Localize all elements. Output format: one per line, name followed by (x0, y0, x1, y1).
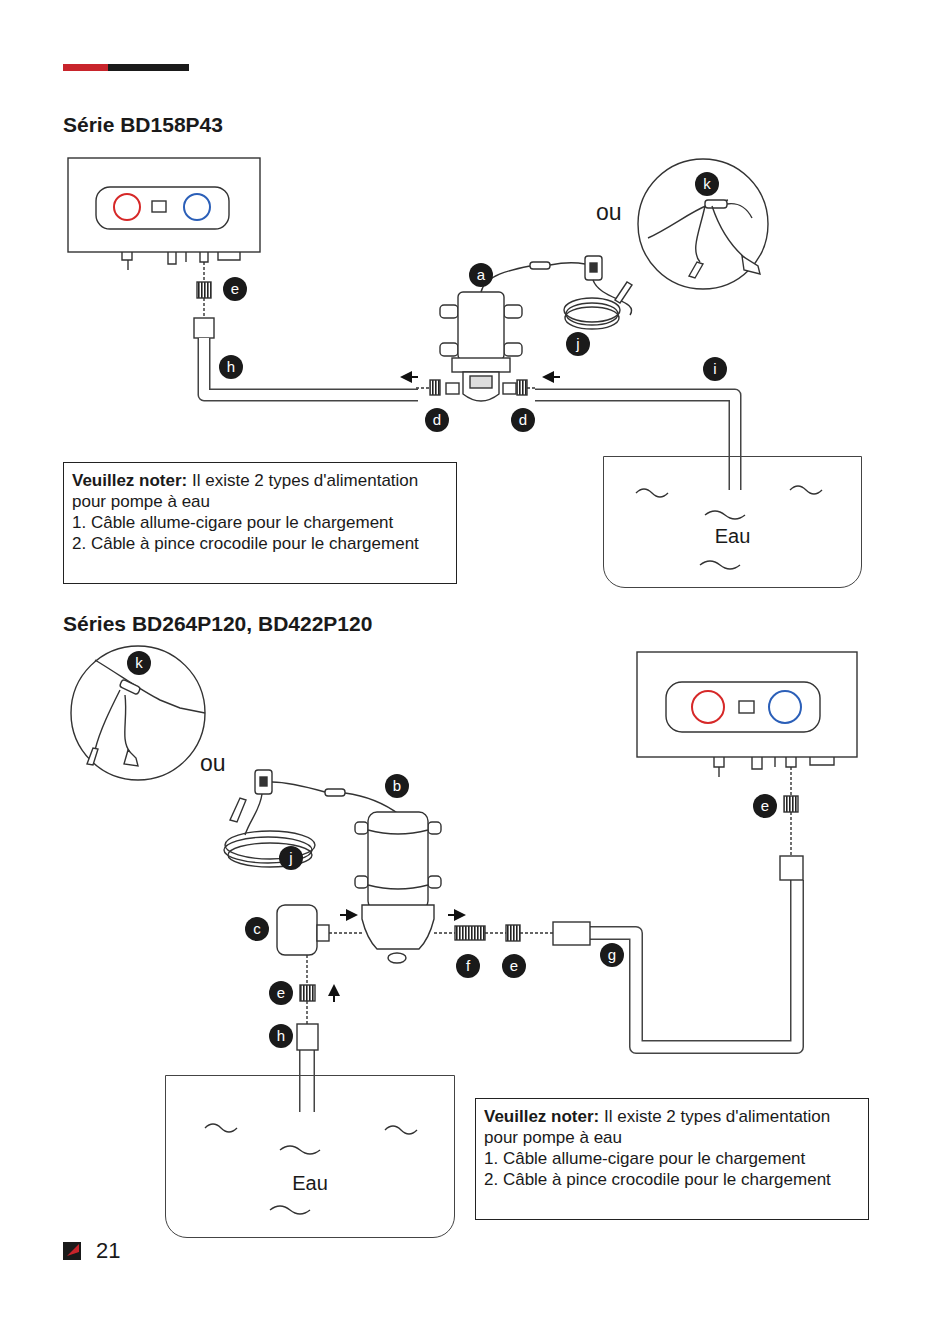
note-box: Veuillez noter: Il existe 2 types d'alim… (63, 462, 457, 584)
or-word: ou (200, 751, 226, 776)
tank-label: Eau (166, 1172, 454, 1195)
section-heading: Série BD158P43 (63, 113, 223, 136)
note-heading: Veuillez noter: (72, 471, 187, 490)
callout-letter: g (600, 943, 624, 967)
callout-letter: d (511, 408, 535, 432)
callout-letter: e (223, 277, 247, 301)
callout-letter: j (279, 846, 303, 870)
water-tank: Eau (603, 456, 862, 588)
callout-letter: e (753, 794, 777, 818)
note-intro: Veuillez noter: Il existe 2 types d'alim… (484, 1106, 860, 1148)
or-word: ou (596, 200, 622, 225)
callout-letter: k (695, 172, 719, 196)
callout-letter: h (219, 355, 243, 379)
page-number: 21 (96, 1239, 120, 1263)
note-item: 2. Câble à pince crocodile pour le charg… (484, 1169, 860, 1190)
callout-letter: e (269, 981, 293, 1005)
callout-letter: a (469, 263, 493, 287)
note-item: 1. Câble allume-cigare pour le chargemen… (72, 512, 448, 533)
note-item: 2. Câble à pince crocodile pour le charg… (72, 533, 448, 554)
note-box: Veuillez noter: Il existe 2 types d'alim… (475, 1098, 869, 1220)
note-intro: Veuillez noter: Il existe 2 types d'alim… (72, 470, 448, 512)
water-tank: Eau (165, 1075, 455, 1238)
callout-letter: k (127, 651, 151, 675)
callout-letter: f (456, 954, 480, 978)
callout-letter: d (425, 408, 449, 432)
callout-letter: e (502, 954, 526, 978)
callout-letter: i (703, 357, 727, 381)
callout-letter: h (269, 1024, 293, 1048)
section-heading: Séries BD264P120, BD422P120 (63, 612, 372, 635)
callout-letter: b (385, 774, 409, 798)
note-heading: Veuillez noter: (484, 1107, 599, 1126)
callout-letter: c (245, 917, 269, 941)
note-item: 1. Câble allume-cigare pour le chargemen… (484, 1148, 860, 1169)
callout-letter: j (566, 332, 590, 356)
tank-label: Eau (604, 525, 861, 548)
